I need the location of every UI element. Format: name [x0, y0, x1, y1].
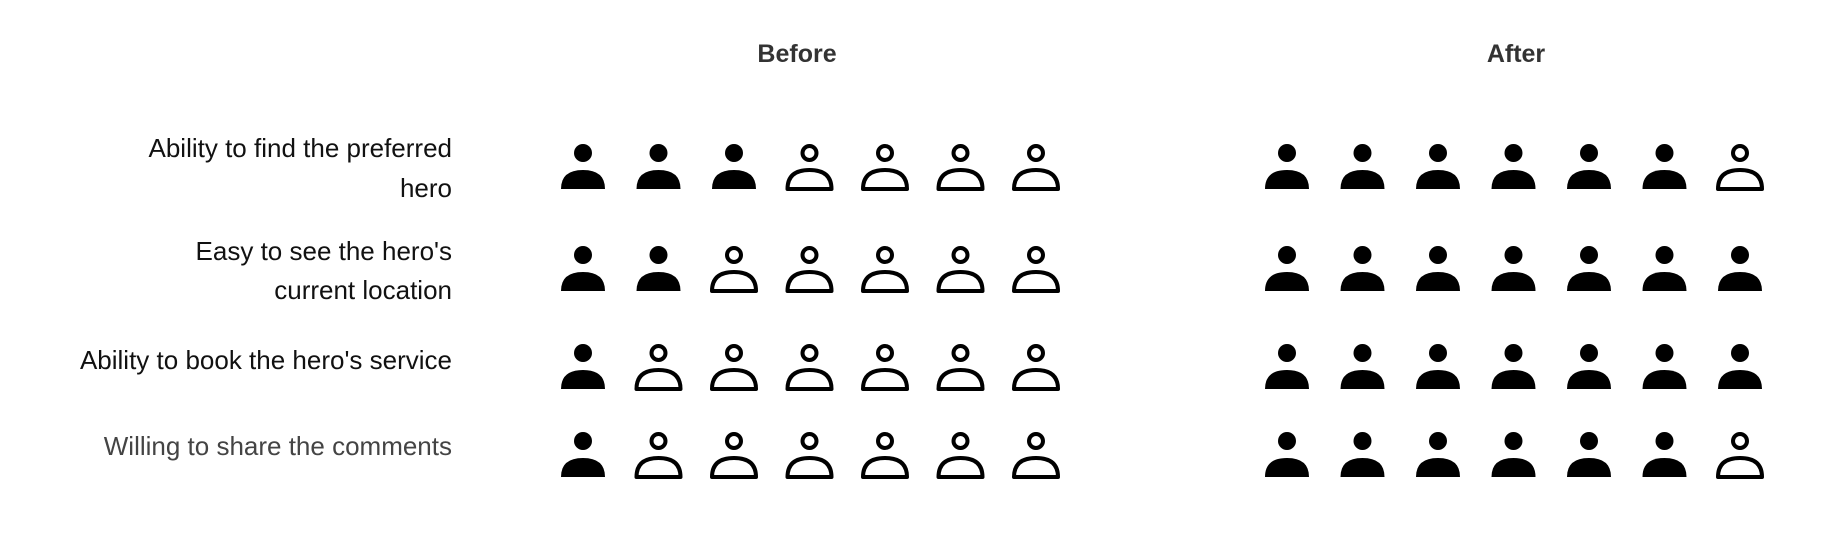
person-icon-after-r2-3-filled — [1491, 344, 1536, 389]
person-icon-after-r3-2-filled — [1416, 432, 1460, 477]
person-icon-after-r0-2-filled — [1416, 144, 1460, 189]
person-icon-after-r2-1-filled — [1340, 344, 1385, 389]
person-icon-after-r1-1-filled — [1340, 246, 1385, 291]
person-icon-after-r2-6-filled — [1718, 344, 1762, 389]
person-icon-before-r0-2-filled — [712, 144, 756, 189]
person-icon-after-r1-3-filled — [1491, 246, 1536, 291]
person-icon-before-r1-1-filled — [636, 246, 681, 291]
person-icon-before-r2-1-outline — [634, 344, 683, 391]
person-icon-before-r0-5-outline — [936, 144, 985, 191]
person-icon-after-r1-4-filled — [1567, 246, 1611, 291]
person-icon-before-r1-2-outline — [710, 246, 758, 293]
person-icon-after-r1-6-filled — [1718, 246, 1762, 291]
person-icon-before-r2-0-filled — [561, 344, 605, 389]
person-icon-before-r3-2-outline — [710, 432, 758, 479]
person-icon-before-r2-6-outline — [1012, 344, 1060, 391]
person-icon-before-r1-3-outline — [785, 246, 834, 293]
person-icon-before-r0-0-filled — [561, 144, 605, 189]
person-icon-after-r0-1-filled — [1340, 144, 1385, 189]
person-icon-after-r0-4-filled — [1567, 144, 1611, 189]
person-icon-after-r0-5-filled — [1642, 144, 1687, 189]
person-icon-before-r0-4-outline — [861, 144, 909, 191]
person-icon-before-r0-6-outline — [1012, 144, 1060, 191]
person-icon-before-r1-5-outline — [936, 246, 985, 293]
person-icon-after-r3-6-outline — [1716, 432, 1764, 479]
column-title-after: After — [1487, 40, 1546, 68]
person-icon-after-r1-2-filled — [1416, 246, 1460, 291]
person-icon-before-r1-0-filled — [561, 246, 605, 291]
row-label-0-line-0: Ability to find the preferred — [149, 133, 453, 163]
person-icon-after-r0-6-outline — [1716, 144, 1764, 191]
person-icon-after-r1-0-filled — [1265, 246, 1309, 291]
person-icon-after-r2-2-filled — [1416, 344, 1460, 389]
person-icon-before-r1-4-outline — [861, 246, 909, 293]
row-label-3-line-0: Willing to share the comments — [104, 431, 452, 461]
person-icon-before-r3-0-filled — [561, 432, 605, 477]
person-icon-before-r3-5-outline — [936, 432, 985, 479]
person-icon-before-r2-4-outline — [861, 344, 909, 391]
person-icon-after-r3-3-filled — [1491, 432, 1536, 477]
person-icon-after-r3-1-filled — [1340, 432, 1385, 477]
column-title-before: Before — [757, 40, 836, 68]
person-icon-before-r1-6-outline — [1012, 246, 1060, 293]
person-icon-before-r0-1-filled — [636, 144, 681, 189]
person-icon-after-r0-0-filled — [1265, 144, 1309, 189]
person-icon-before-r2-5-outline — [936, 344, 985, 391]
row-label-0-line-1: hero — [400, 173, 452, 203]
row-label-1-line-0: Easy to see the hero's — [196, 236, 452, 266]
person-icon-after-r2-5-filled — [1642, 344, 1687, 389]
person-icon-after-r3-0-filled — [1265, 432, 1309, 477]
row-label-1-line-1: current location — [274, 275, 452, 305]
person-icon-after-r1-5-filled — [1642, 246, 1687, 291]
person-icon-after-r2-4-filled — [1567, 344, 1611, 389]
person-icon-before-r0-3-outline — [785, 144, 834, 191]
person-icon-before-r3-6-outline — [1012, 432, 1060, 479]
person-icon-before-r3-1-outline — [634, 432, 683, 479]
person-icon-before-r2-2-outline — [710, 344, 758, 391]
row-label-2-line-0: Ability to book the hero's service — [80, 345, 452, 375]
person-icon-before-r3-3-outline — [785, 432, 834, 479]
person-icon-before-r3-4-outline — [861, 432, 909, 479]
icon-grid — [561, 144, 1764, 479]
person-icon-after-r3-4-filled — [1567, 432, 1611, 477]
person-icon-after-r2-0-filled — [1265, 344, 1309, 389]
person-icon-after-r0-3-filled — [1491, 144, 1536, 189]
person-icon-after-r3-5-filled — [1642, 432, 1687, 477]
person-icon-before-r2-3-outline — [785, 344, 834, 391]
